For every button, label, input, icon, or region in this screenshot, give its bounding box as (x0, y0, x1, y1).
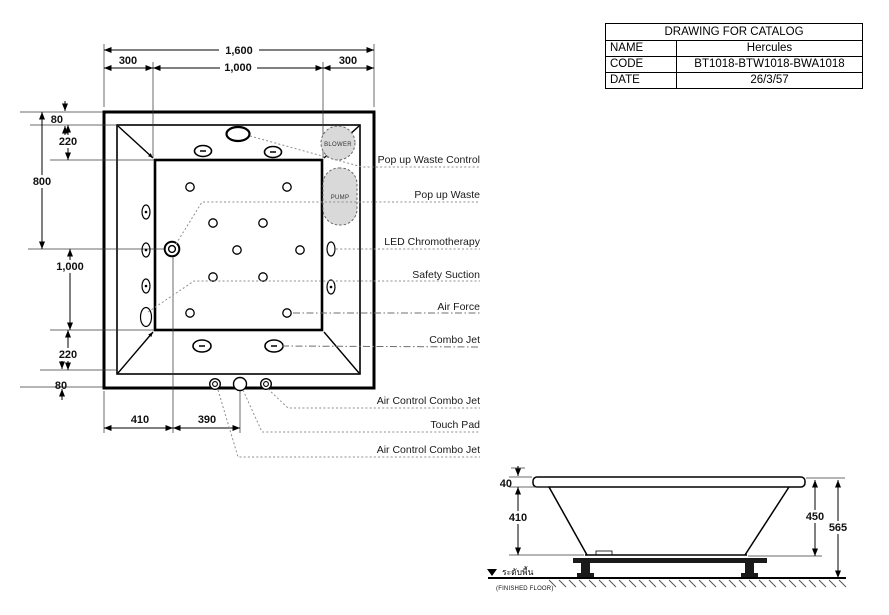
title-block-name-label: NAME (606, 41, 677, 56)
title-block-row-name: NAME Hercules (606, 41, 862, 57)
side-extension-lines (509, 467, 845, 557)
dim-left-half: 800 (33, 176, 51, 188)
dim-top-right: 300 (339, 55, 357, 67)
touch-pad-control (232, 376, 248, 392)
blower-label: BLOWER (324, 142, 352, 148)
floor-level-marker (487, 569, 497, 576)
title-block-code-value: BT1018-BTW1018-BWA1018 (694, 58, 845, 70)
callout-led-chromotherapy: LED Chromotherapy (384, 236, 480, 248)
dim-left-deck-top: 220 (59, 136, 77, 148)
side-jet (141, 242, 151, 258)
side-view: ระดับพื้น (FINISHED FLOOR) 40 410 (487, 466, 853, 592)
pump-label: PUMP (331, 195, 350, 201)
dim-total-height: 565 (829, 522, 847, 534)
dim-top-left: 300 (119, 55, 137, 67)
side-jet (326, 279, 336, 295)
title-block-date-label: DATE (606, 73, 677, 88)
title-block-code-label: CODE (606, 57, 677, 72)
callout-combo-jet: Combo Jet (429, 334, 480, 346)
leader-lines (147, 135, 481, 458)
dim-body-depth: 410 (509, 512, 527, 524)
combo-jet (263, 145, 283, 159)
tub-inner-rim (116, 124, 361, 375)
title-block-date-value: 26/3/57 (750, 74, 789, 86)
dim-left-rim-bottom: 80 (55, 380, 67, 392)
pump-unit (322, 167, 358, 226)
bottom-controls (208, 376, 273, 392)
title-block-row-code: CODE BT1018-BTW1018-BWA1018 (606, 57, 862, 73)
tub-fittings (139, 125, 336, 392)
air-force-jets (185, 182, 305, 318)
callout-touch-pad: Touch Pad (430, 419, 480, 431)
dim-left-basin: 1,000 (56, 261, 84, 273)
side-jet (141, 278, 151, 294)
floor-hatching (548, 579, 847, 588)
dim-tub-height: 450 (806, 511, 824, 523)
side-jet (141, 204, 151, 220)
safety-suction-fitting (139, 306, 153, 328)
dimension-lines (39, 47, 374, 431)
title-block-row-date: DATE 26/3/57 (606, 73, 862, 88)
dim-left-rim-top: 80 (51, 114, 63, 126)
air-control-knob (260, 378, 273, 391)
callout-air-control-combo-jet-1: Air Control Combo Jet (377, 395, 480, 407)
callout-air-control-combo-jet-2: Air Control Combo Jet (377, 444, 480, 456)
floor: ระดับพื้น (FINISHED FLOOR) (487, 566, 847, 592)
plan-view: 1,600 300 1,000 300 80 220 800 1,000 220… (20, 43, 481, 458)
tub-rim-profile (532, 476, 806, 488)
title-block-name-value: Hercules (746, 42, 793, 54)
air-control-knob (208, 378, 221, 391)
dim-bottom-right: 390 (198, 414, 216, 426)
drain-fitting (595, 550, 613, 556)
callout-air-force: Air Force (437, 301, 480, 313)
dimension-labels: 1,600 300 1,000 300 80 220 800 1,000 220… (29, 43, 357, 426)
pop-up-waste-control-fitting (225, 125, 251, 143)
side-dimensions: 40 410 450 565 (500, 466, 853, 578)
dim-rim-thickness: 40 (500, 478, 512, 490)
callout-labels: Pop up Waste Control Pop up Waste LED Ch… (377, 154, 481, 456)
floor-label-en: (FINISHED FLOOR) (496, 586, 554, 592)
combo-jet (192, 339, 212, 353)
tub-basin (153, 158, 324, 332)
dim-left-deck-bottom: 220 (59, 349, 77, 361)
support-frame (573, 558, 767, 578)
pop-up-waste-fitting (163, 240, 181, 258)
dim-top-center: 1,000 (224, 62, 252, 74)
dim-bottom-left: 410 (131, 414, 149, 426)
title-block-header: DRAWING FOR CATALOG (606, 24, 862, 41)
callout-pop-up-waste: Pop up Waste (414, 189, 480, 201)
equipment: BLOWER PUMP (320, 125, 358, 226)
dim-top-total: 1,600 (225, 45, 253, 57)
callout-pop-up-waste-control: Pop up Waste Control (378, 154, 480, 166)
floor-label-thai: ระดับพื้น (502, 566, 534, 578)
combo-jet (193, 144, 213, 158)
title-block: DRAWING FOR CATALOG NAME Hercules CODE B… (605, 23, 863, 89)
led-chromotherapy-fitting (326, 241, 336, 257)
callout-safety-suction: Safety Suction (412, 269, 480, 281)
blower-unit (320, 125, 356, 161)
